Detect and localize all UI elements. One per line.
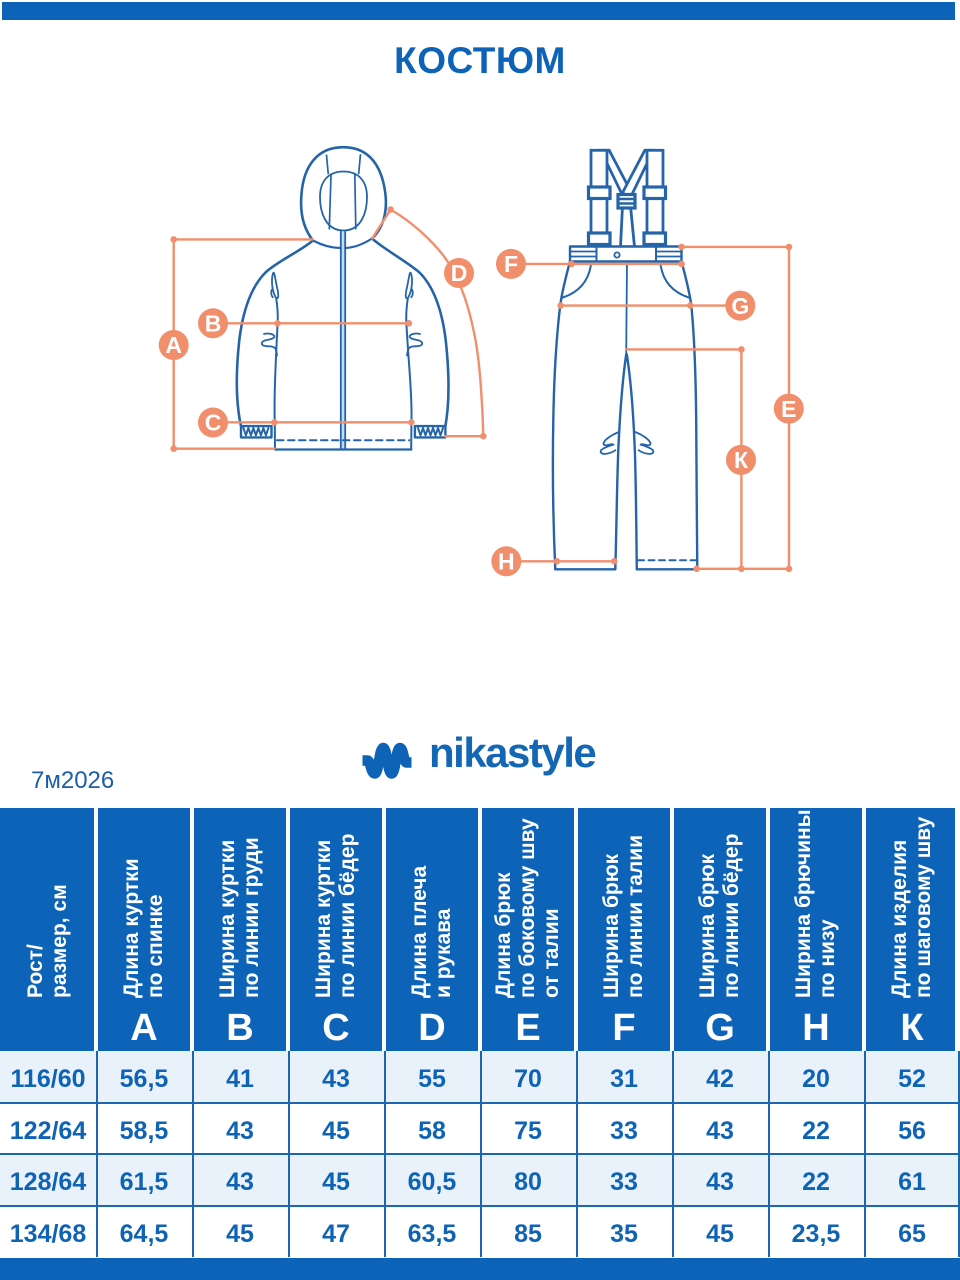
svg-text:F: F bbox=[504, 251, 518, 277]
svg-text:К: К bbox=[734, 447, 749, 473]
svg-text:E: E bbox=[781, 396, 796, 422]
svg-text:G: G bbox=[731, 293, 749, 319]
svg-text:D: D bbox=[451, 260, 468, 286]
svg-text:H: H bbox=[498, 549, 515, 575]
svg-text:B: B bbox=[205, 311, 222, 337]
svg-text:C: C bbox=[205, 410, 222, 436]
svg-text:A: A bbox=[165, 332, 182, 358]
